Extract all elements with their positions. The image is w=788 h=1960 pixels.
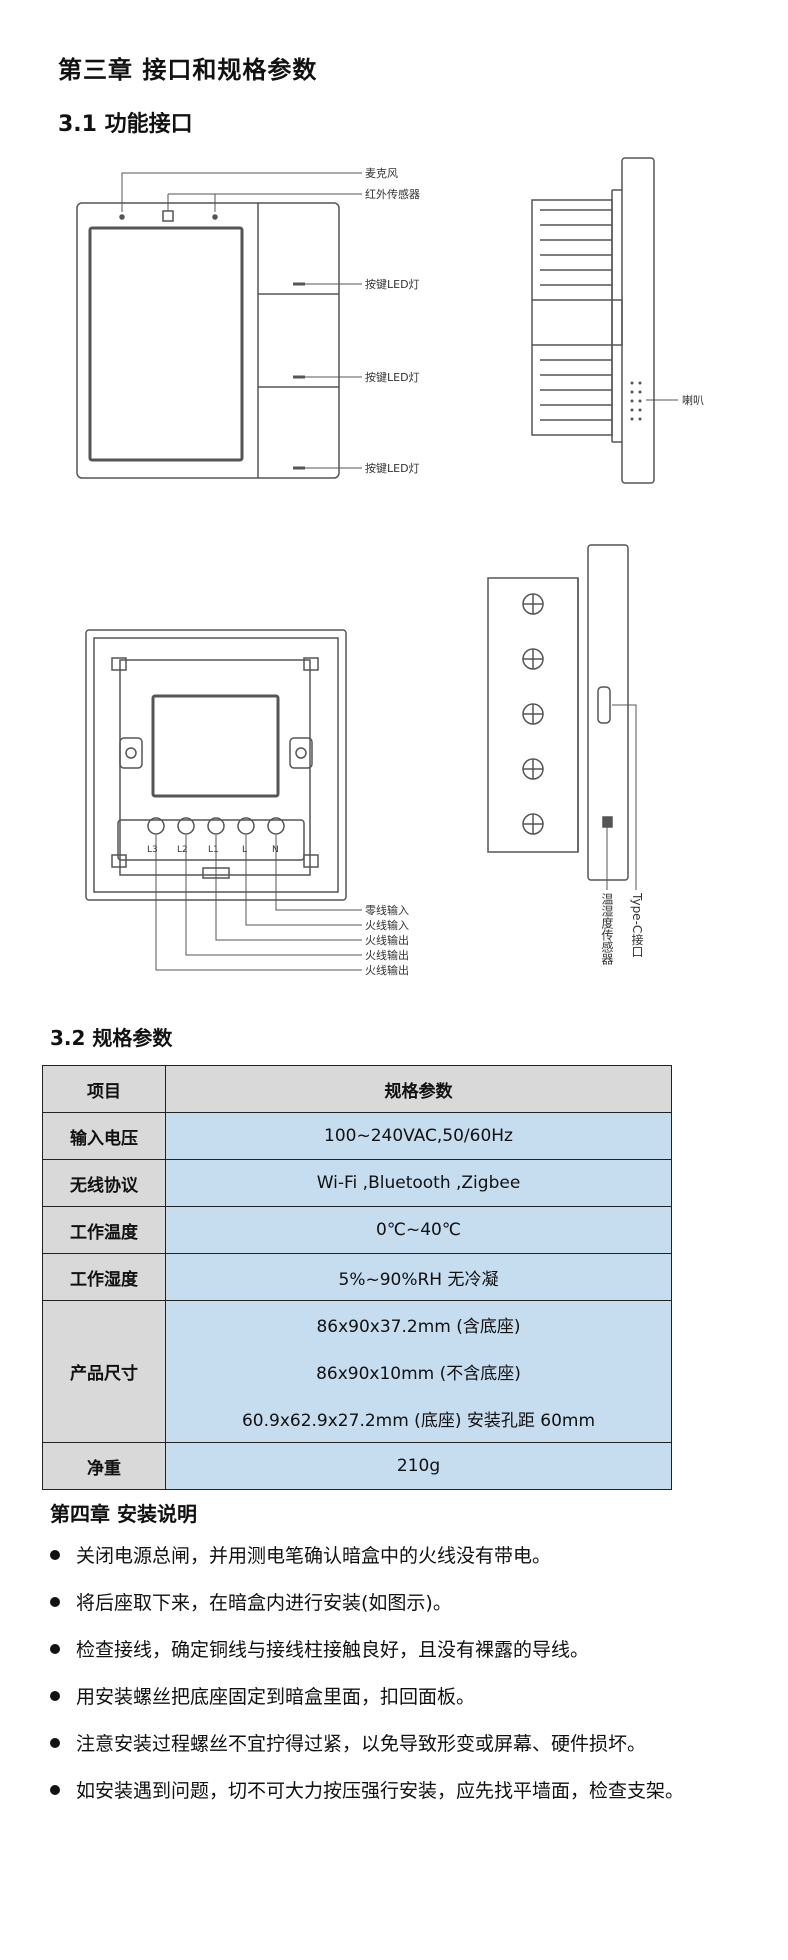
section-3-2-title: 3.2 规格参数 [50,1026,173,1050]
terminal-l: L [242,845,248,855]
label-led-3: 按键LED灯 [365,462,420,475]
bullet-icon [50,1738,60,1748]
table-row: 输入电压 100~240VAC,50/60Hz [42,1112,672,1160]
label-speaker: 喇叭 [682,394,704,407]
terminal-l2: L2 [177,845,188,855]
table-row: 工作湿度 5%~90%RH 无冷凝 [42,1253,672,1301]
install-step-text: 用安装螺丝把底座固定到暗盒里面，扣回面板。 [76,1686,476,1708]
front-panel-drawing [76,172,362,479]
list-item: 关闭电源总闸，并用测电笔确认暗盒中的火线没有带电。 [50,1538,690,1574]
spec-value: 0℃~40℃ [165,1206,672,1254]
table-row-size: 产品尺寸 86x90x37.2mm (含底座) 86x90x10mm (不含底座… [42,1300,672,1443]
spec-header-item: 项目 [42,1065,166,1113]
list-item: 检查接线，确定铜线与接线柱接触良好，且没有裸露的导线。 [50,1632,690,1668]
label-live-out-2: 火线输出 [365,949,409,962]
side-view-2-drawing [487,544,637,890]
chapter3-title: 第三章 接口和规格参数 [58,56,318,84]
bullet-icon [50,1597,60,1607]
size-line: 86x90x10mm (不含底座) [316,1364,521,1384]
interface-diagram [76,157,678,971]
side-view-drawing [531,157,678,484]
spec-value-size: 86x90x37.2mm (含底座) 86x90x10mm (不含底座) 60.… [165,1300,672,1443]
chapter4-title: 第四章 安装说明 [50,1502,197,1526]
install-step-text: 注意安装过程螺丝不宜拧得过紧，以免导致形变或屏幕、硬件损坏。 [76,1733,647,1755]
label-temp-sensor: 温湿度传感器 [600,893,614,965]
spec-item: 输入电压 [42,1112,166,1160]
list-item: 将后座取下来，在暗盒内进行安装(如图示)。 [50,1585,690,1621]
terminal-l3: L3 [147,845,158,855]
label-ir-sensor: 红外传感器 [365,188,420,201]
label-neutral-in: 零线输入 [365,904,409,917]
install-step-text: 将后座取下来，在暗盒内进行安装(如图示)。 [76,1592,452,1614]
spec-item: 工作湿度 [42,1253,166,1301]
list-item: 如安装遇到问题，切不可大力按压强行安装，应先找平墙面，检查支架。 [50,1773,690,1809]
bullet-icon [50,1550,60,1560]
label-live-out-1: 火线输出 [365,934,409,947]
spec-item: 无线协议 [42,1159,166,1207]
label-live-out-3: 火线输出 [365,964,409,977]
spec-header-spec: 规格参数 [165,1065,672,1113]
spec-item: 工作温度 [42,1206,166,1254]
label-live-in: 火线输入 [365,919,409,932]
install-step-text: 检查接线，确定铜线与接线柱接触良好，且没有裸露的导线。 [76,1639,590,1661]
spec-table: 项目 规格参数 输入电压 100~240VAC,50/60Hz 无线协议 Wi-… [42,1065,672,1490]
install-steps-list: 关闭电源总闸，并用测电笔确认暗盒中的火线没有带电。 将后座取下来，在暗盒内进行安… [50,1538,690,1820]
label-mic: 麦克风 [365,167,398,180]
size-line: 86x90x37.2mm (含底座) [316,1317,521,1337]
spec-value: Wi-Fi ,Bluetooth ,Zigbee [165,1159,672,1207]
spec-value-weight: 210g [165,1442,672,1490]
list-item: 用安装螺丝把底座固定到暗盒里面，扣回面板。 [50,1679,690,1715]
bullet-icon [50,1785,60,1795]
bullet-icon [50,1644,60,1654]
terminal-l1: L1 [208,845,219,855]
label-led-2: 按键LED灯 [365,371,420,384]
label-led-1: 按键LED灯 [365,278,420,291]
spec-item-size: 产品尺寸 [42,1300,166,1443]
terminal-n: N [272,845,279,855]
section-3-1-title: 3.1 功能接口 [58,112,193,137]
label-typec: Type-C接口 [630,893,644,958]
install-step-text: 关闭电源总闸，并用测电笔确认暗盒中的火线没有带电。 [76,1545,552,1567]
spec-value: 5%~90%RH 无冷凝 [165,1253,672,1301]
size-line: 60.9x62.9x27.2mm (底座) 安装孔距 60mm [241,1411,596,1431]
list-item: 注意安装过程螺丝不宜拧得过紧，以免导致形变或屏幕、硬件损坏。 [50,1726,690,1762]
install-step-text: 如安装遇到问题，切不可大力按压强行安装，应先找平墙面，检查支架。 [76,1780,685,1802]
back-view-drawing [85,629,362,971]
table-row: 工作温度 0℃~40℃ [42,1206,672,1254]
table-row: 净重 210g [42,1442,672,1490]
spec-value: 100~240VAC,50/60Hz [165,1112,672,1160]
bullet-icon [50,1691,60,1701]
spec-item-weight: 净重 [42,1442,166,1490]
table-row: 无线协议 Wi-Fi ,Bluetooth ,Zigbee [42,1159,672,1207]
